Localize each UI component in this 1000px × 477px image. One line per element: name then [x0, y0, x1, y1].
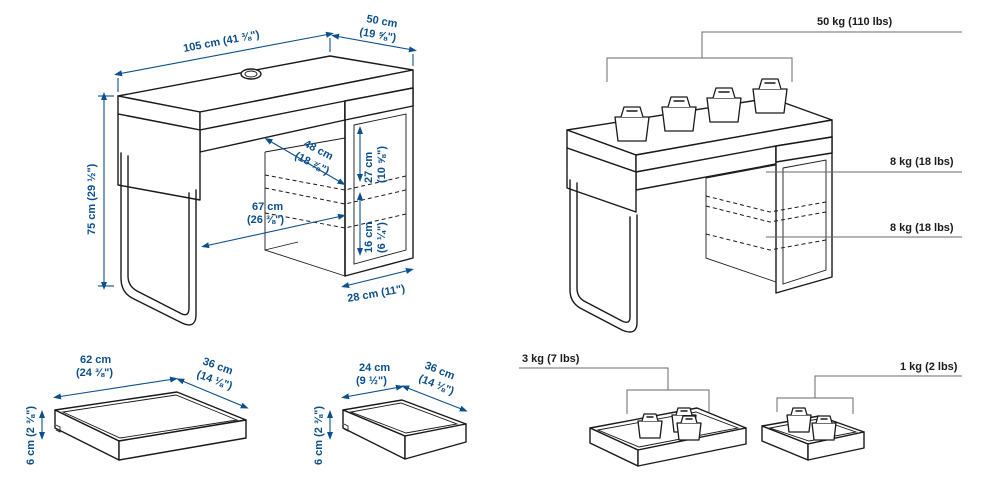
dim-desk-depth: 50 cm [365, 13, 398, 30]
large-drawer-load: 3 kg (7 lbs) [519, 353, 747, 467]
large-drawer-height: 6 cm (2 ⅜") [25, 406, 37, 465]
load-lower-shelf: 8 kg (18 lbs) [890, 222, 954, 234]
dim-lower-cavity-height-in: (6 ¼") [376, 222, 388, 253]
small-drawer-height: 6 cm (2 ⅜") [313, 406, 325, 465]
dim-desk-width: 105 cm (41 ⅜") [182, 29, 261, 55]
small-drawer-width: 24 cm [359, 362, 390, 374]
cable-hole [240, 68, 262, 80]
dim-lower-cavity-height: 16 cm [363, 222, 375, 253]
dim-desk-height: 75 cm (29 ½") [86, 163, 98, 235]
dim-leg-clearance: 67 cm [252, 201, 283, 213]
drawer-front [344, 87, 414, 121]
small-drawer-width-in: (9 ½") [356, 375, 387, 387]
desk-load-drawing: 50 kg (110 lbs) 8 kg (18 lbs) 8 kg (18 l… [566, 16, 962, 333]
dim-upper-cavity-height: 27 cm [363, 152, 375, 183]
dim-side-width: 28 cm (11") [346, 283, 406, 305]
dim-leg-clearance-in: (26 ⅜") [247, 214, 284, 226]
desk-dimension-drawing: 105 cm (41 ⅜") 50 cm (19 ⅝") 75 cm (29 ½… [86, 13, 417, 326]
large-drawer-dimensions: 62 cm (24 ⅜") 36 cm (14 ⅛") 6 cm (2 ⅜") [25, 354, 249, 465]
small-drawer-load: 1 kg (2 lbs) [761, 361, 962, 461]
small-drawer-dimensions: 24 cm (9 ½") 36 cm (14 ⅛") 6 cm (2 ⅜") [313, 360, 468, 465]
load-upper-shelf: 8 kg (18 lbs) [890, 156, 954, 168]
large-drawer-width: 62 cm [80, 354, 111, 366]
load-top: 50 kg (110 lbs) [817, 16, 893, 28]
left-leg-frame [120, 152, 197, 326]
load-small-drawer: 1 kg (2 lbs) [900, 361, 958, 373]
left-leg-panel [117, 113, 201, 201]
dim-upper-cavity-height-in: (10 ⅝") [376, 146, 388, 183]
large-drawer-width-in: (24 ⅜") [76, 367, 113, 379]
load-large-drawer: 3 kg (7 lbs) [522, 353, 580, 365]
